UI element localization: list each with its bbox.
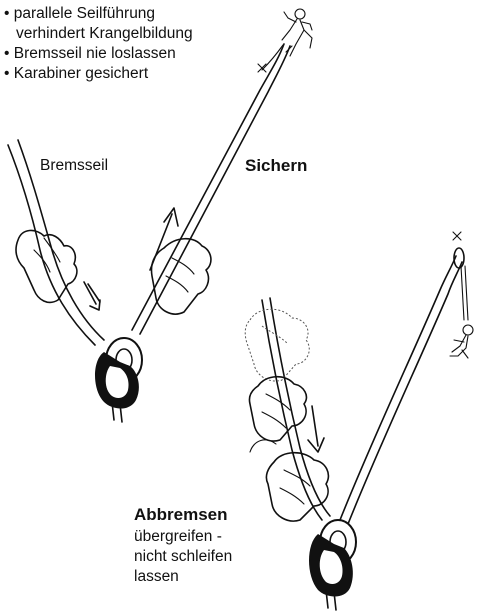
anchor-x-icon (258, 64, 266, 72)
climber-icon (282, 9, 312, 56)
hanging-climber-icon (450, 325, 473, 358)
arrow-icon (150, 208, 178, 270)
hand-icon (250, 440, 328, 521)
braking-scene (245, 232, 473, 610)
hand-icon (245, 309, 309, 381)
arrow-icon (84, 282, 100, 310)
belay-scene (8, 9, 312, 422)
arrow-icon (308, 406, 324, 452)
